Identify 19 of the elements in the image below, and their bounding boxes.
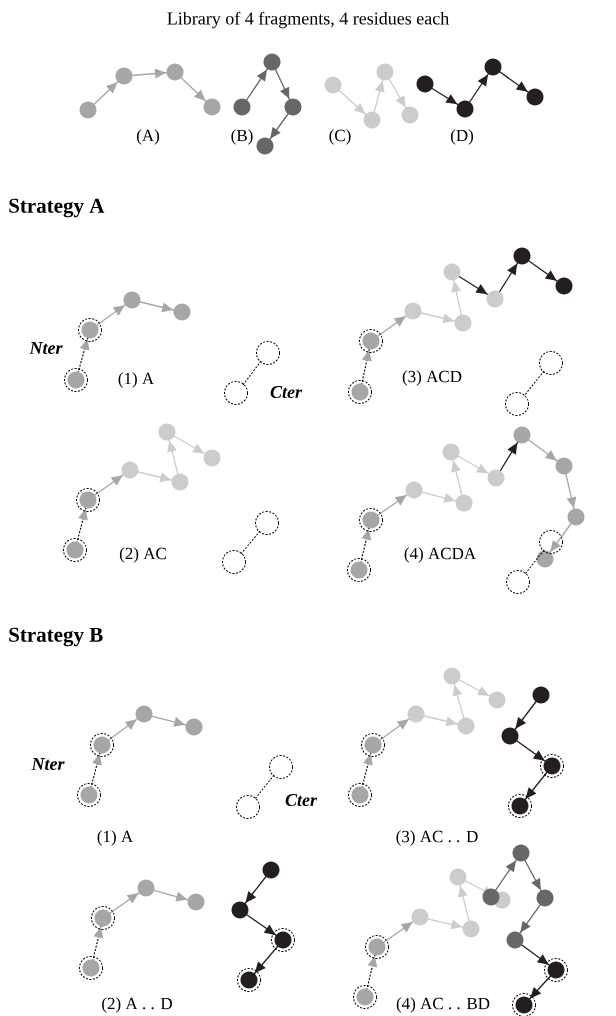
terminus-label: Nter: [29, 342, 63, 354]
section-heading: Strategy B: [9, 627, 103, 647]
section-heading: Strategy A: [9, 198, 105, 218]
panel-label: (1) A: [97, 830, 134, 846]
terminus-label: Cter: [285, 793, 318, 807]
panel-label: (2) A . . D: [102, 997, 172, 1013]
panel-label: (C): [329, 129, 351, 145]
panel-label: (4) ACDA: [404, 547, 476, 563]
panel-label: (3) ACD: [402, 370, 462, 386]
panel-label: (3) AC . . D: [396, 830, 478, 846]
panel-label: (A): [136, 129, 160, 145]
terminus-label: Nter: [31, 758, 65, 770]
terminus-label: Cter: [270, 385, 303, 399]
panel-label: (D): [450, 129, 474, 145]
panel-label: (B): [231, 129, 253, 145]
panel-label: (1) A: [118, 372, 155, 388]
title: Library of 4 fragments, 4 residues each: [167, 11, 449, 29]
panel-label: (2) AC: [119, 547, 166, 563]
panel-label: (4) AC . . BD: [396, 997, 490, 1013]
